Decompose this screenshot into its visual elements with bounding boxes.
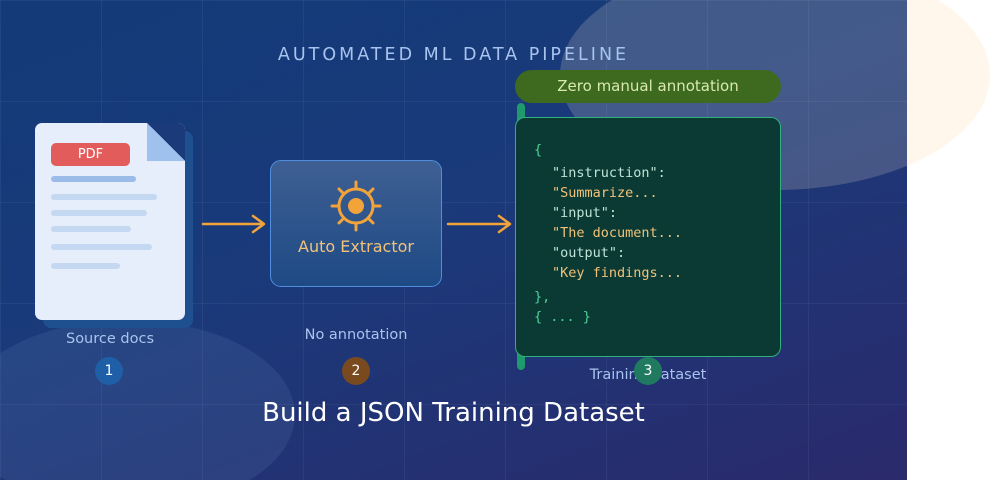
code-key-instruction: "instruction": — [552, 165, 666, 181]
code-value-output: "Key findings... — [552, 265, 683, 281]
document-line — [51, 176, 136, 182]
code-open-brace: { — [534, 142, 543, 158]
auto-extractor-label: Auto Extractor — [298, 237, 414, 256]
diagram-canvas: AUTOMATED ML DATA PIPELINE PDF Source do… — [0, 0, 907, 480]
pdf-tag: PDF — [51, 143, 130, 166]
diagram-title: AUTOMATED ML DATA PIPELINE — [277, 45, 630, 65]
document-line — [51, 263, 120, 269]
document-line — [51, 194, 157, 200]
zero-annotation-badge: Zero manual annotation — [515, 70, 781, 103]
document-line — [51, 210, 147, 216]
code-value-input: "The document... — [552, 225, 683, 241]
code-more-items: { ... } — [534, 309, 591, 325]
code-key-input: "input": — [552, 205, 618, 221]
step-1-badge: 1 — [95, 357, 123, 385]
code-value-instruction: "Summarize... — [552, 185, 658, 201]
document-line — [51, 226, 131, 232]
json-code-panel: { "instruction": "Summarize... "input": … — [515, 117, 781, 357]
source-docs-label: Source docs — [65, 331, 154, 347]
step-3-badge: 3 — [634, 357, 662, 385]
code-key-output: "output": — [552, 245, 626, 261]
document-line — [51, 244, 152, 250]
background-blob-outside — [907, 0, 990, 190]
auto-extractor-box: Auto Extractor — [270, 160, 442, 287]
arrow-right-icon — [446, 214, 512, 234]
document-fold-icon — [147, 123, 185, 161]
code-close-brace: }, — [534, 289, 551, 305]
outside-blob-clip — [907, 0, 1000, 493]
document-icon: PDF — [35, 123, 185, 320]
gear-icon — [330, 180, 382, 232]
step-2-badge: 2 — [342, 357, 370, 385]
arrow-right-icon — [201, 214, 266, 234]
no-annotation-label: No annotation — [304, 327, 408, 343]
main-title: Build a JSON Training Dataset — [262, 398, 645, 428]
